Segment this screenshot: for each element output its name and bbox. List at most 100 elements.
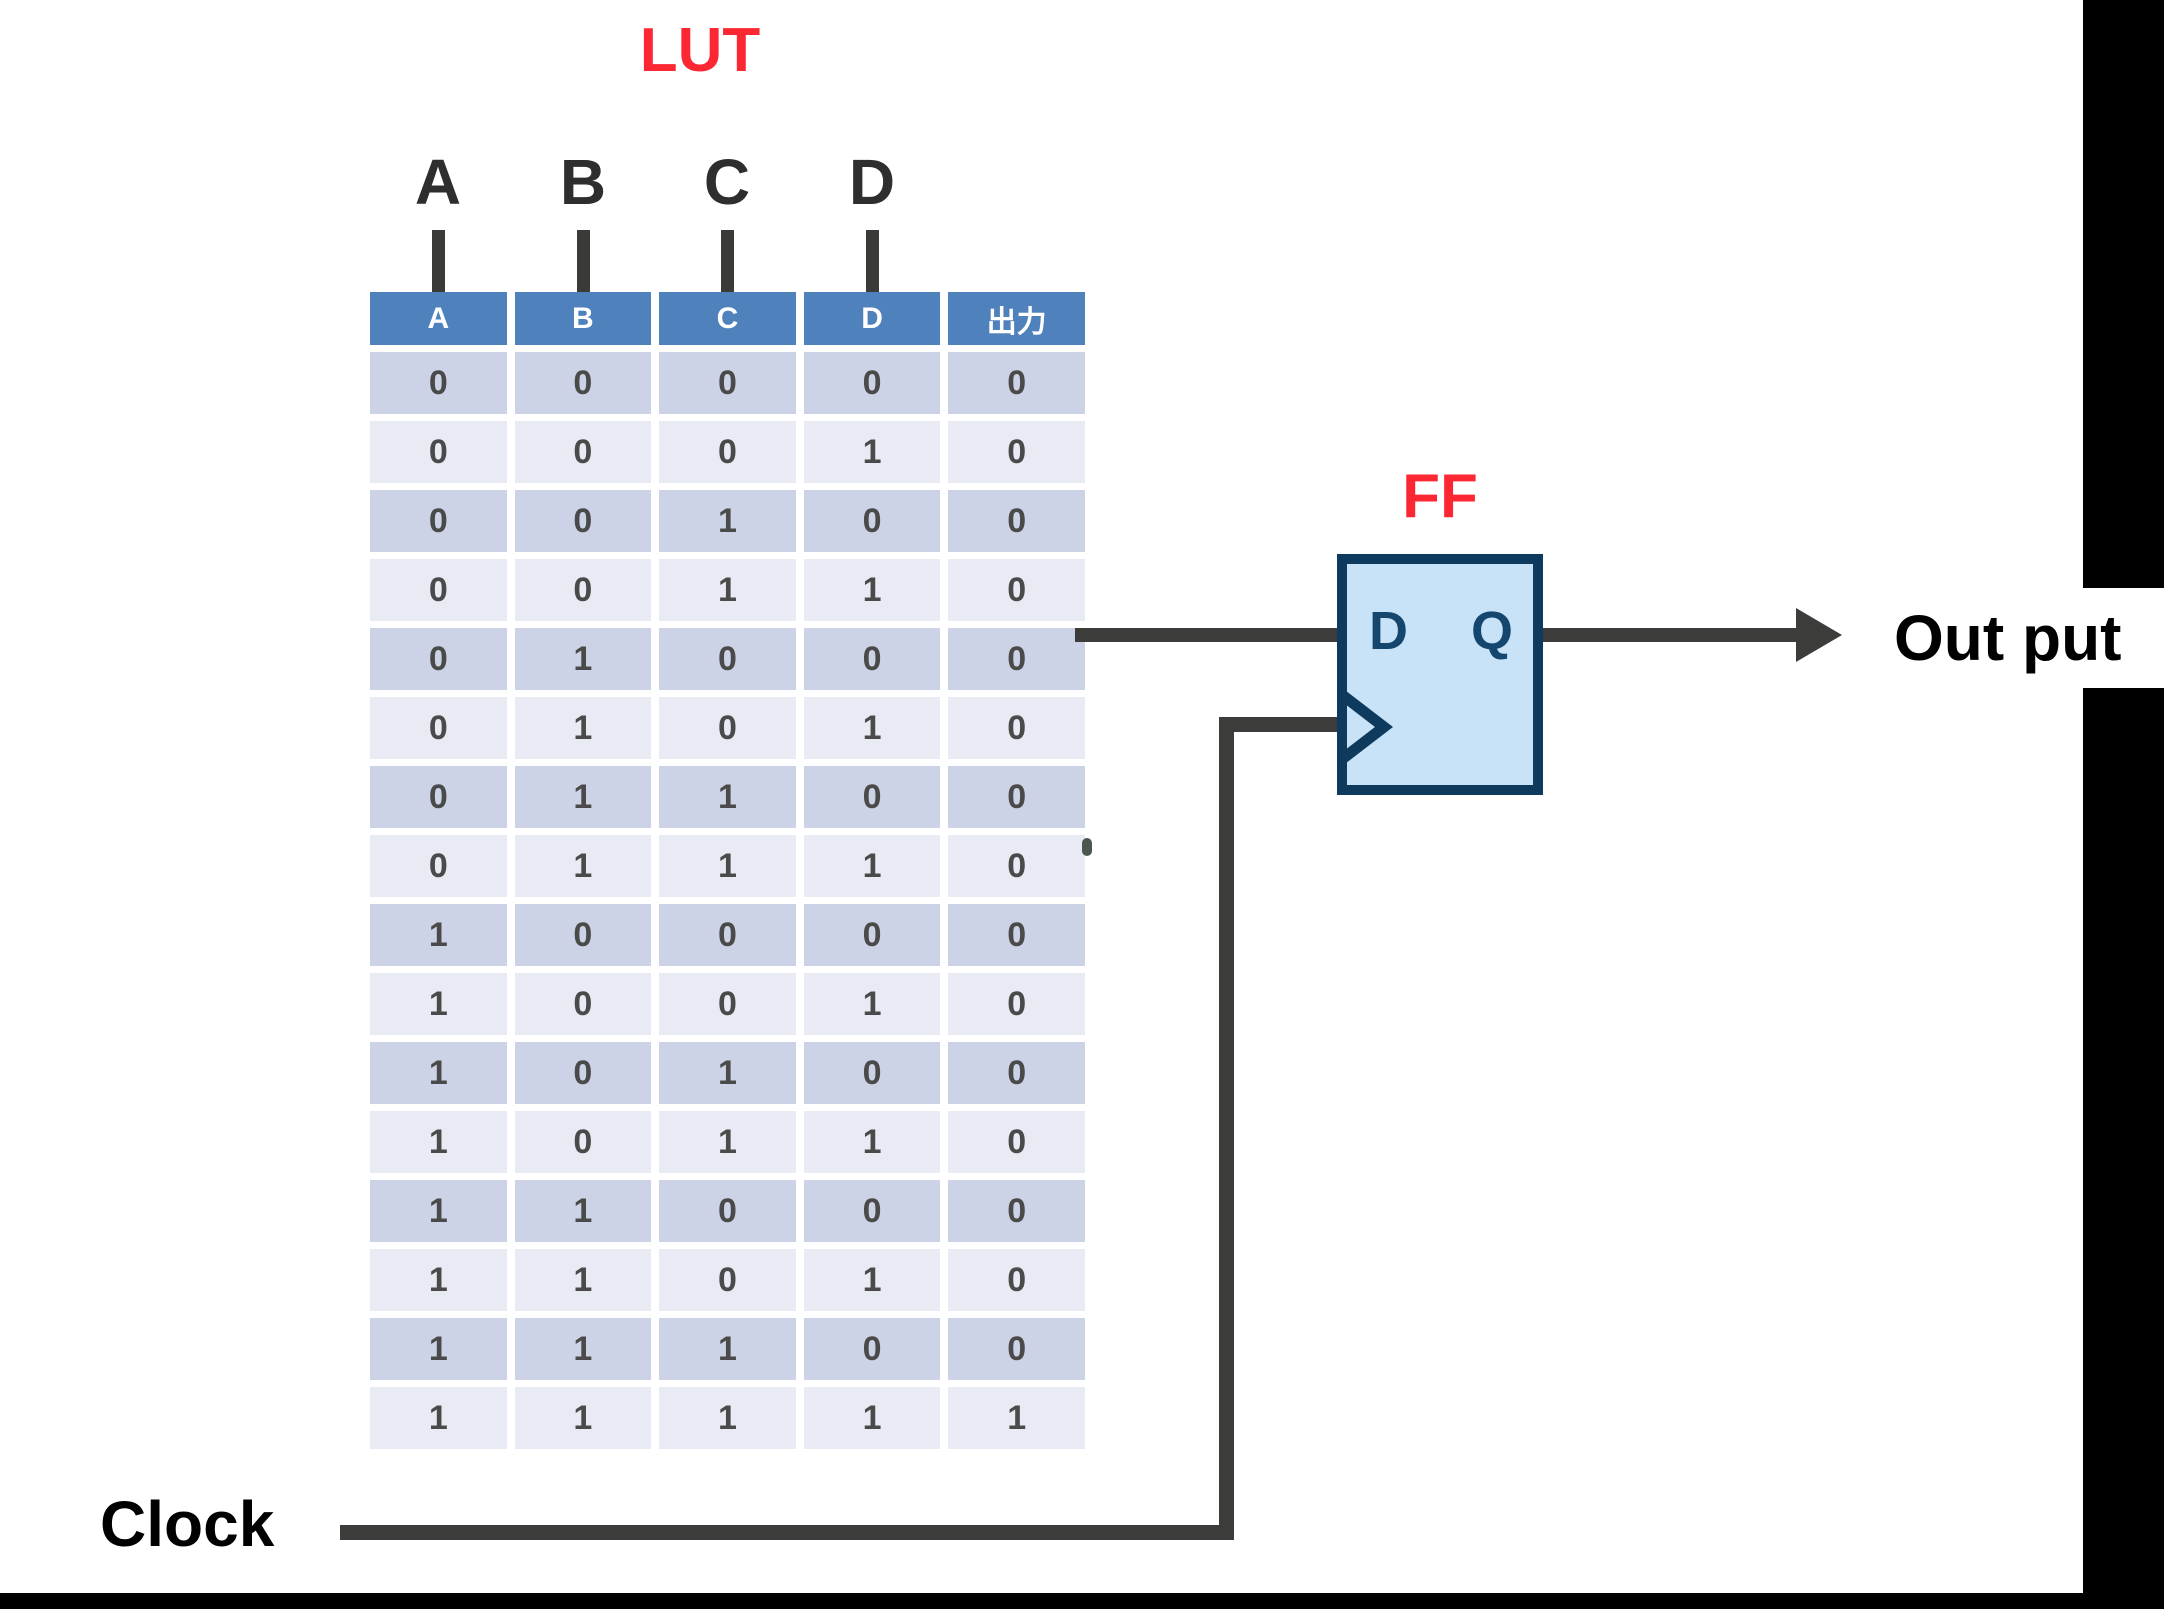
input-stub-a [432, 230, 445, 293]
truth-table-cell: 1 [514, 1180, 652, 1242]
truth-table-cell: 1 [370, 1042, 507, 1104]
truth-table-cell: 0 [659, 628, 796, 690]
truth-table-cell: 0 [948, 697, 1085, 759]
truth-table-cell: 1 [370, 904, 507, 966]
truth-table-cell: 1 [514, 697, 652, 759]
clock-edge-triangle-icon [1339, 689, 1393, 765]
truth-table-cell: 0 [514, 904, 652, 966]
truth-table-cell: 0 [370, 490, 507, 552]
clock-wire-riser [1219, 717, 1234, 1540]
truth-table-header-cell: C [659, 292, 796, 345]
truth-table-cell: 0 [948, 766, 1085, 828]
truth-table-cell: 1 [659, 559, 796, 621]
truth-table-cell: 0 [948, 835, 1085, 897]
input-label-b: B [559, 146, 607, 218]
truth-table-cell: 0 [659, 697, 796, 759]
truth-table-cell: 0 [803, 1042, 941, 1104]
ff-d-pin-label: D [1369, 601, 1408, 661]
truth-table-cell: 0 [370, 421, 507, 483]
truth-table-cell: 0 [948, 490, 1085, 552]
truth-table-cell: 0 [948, 628, 1085, 690]
truth-table-cell: 0 [803, 904, 941, 966]
truth-table-cell: 1 [514, 1318, 652, 1380]
truth-table-cell: 0 [948, 1042, 1085, 1104]
truth-table-header-cell: B [514, 292, 652, 345]
truth-table-cell: 0 [514, 421, 652, 483]
truth-table-cell: 1 [659, 1318, 796, 1380]
truth-table-cell: 0 [948, 973, 1085, 1035]
truth-table-cell: 0 [514, 1042, 652, 1104]
ff-q-pin-label: Q [1470, 601, 1513, 661]
truth-table-cell: 1 [803, 1249, 941, 1311]
truth-table-header-cell: A [370, 292, 507, 345]
truth-table-cell: 0 [370, 835, 507, 897]
truth-table-cell: 1 [370, 1249, 507, 1311]
flip-flop-box: D Q [1337, 554, 1543, 795]
truth-table-cell: 1 [659, 1111, 796, 1173]
truth-table-cell: 1 [370, 1387, 507, 1449]
truth-table-cell: 1 [659, 766, 796, 828]
truth-table-cell: 0 [370, 766, 507, 828]
truth-table-cell: 0 [948, 1111, 1085, 1173]
truth-table-cell: 0 [803, 490, 941, 552]
truth-table-cell: 0 [659, 1249, 796, 1311]
truth-table-cell: 0 [514, 490, 652, 552]
right-frame-bar [2083, 0, 2164, 1609]
truth-table-cell: 0 [659, 352, 796, 414]
truth-table-cell: 0 [659, 1180, 796, 1242]
truth-table-cell: 1 [514, 628, 652, 690]
truth-table-cell: 1 [370, 1318, 507, 1380]
truth-table-cell: 0 [948, 1180, 1085, 1242]
truth-table-cell: 0 [370, 628, 507, 690]
truth-table-cell: 0 [659, 904, 796, 966]
truth-table-cell: 1 [659, 1387, 796, 1449]
truth-table-cell: 1 [803, 835, 941, 897]
truth-table-cell: 0 [514, 352, 652, 414]
truth-table-cell: 0 [948, 352, 1085, 414]
truth-table-cell: 1 [803, 1111, 941, 1173]
output-label: Out put [1862, 588, 2164, 688]
truth-table-cell: 1 [659, 1042, 796, 1104]
truth-table-cell: 0 [514, 559, 652, 621]
truth-table-cell: 1 [514, 1249, 652, 1311]
input-stub-d [866, 230, 879, 293]
input-stub-c [721, 230, 734, 293]
truth-table-cell: 1 [803, 973, 941, 1035]
truth-table-cell: 1 [803, 421, 941, 483]
truth-table-cell: 0 [803, 766, 941, 828]
input-stub-b [577, 230, 590, 293]
truth-table-cell: 1 [803, 1387, 941, 1449]
truth-table-cell: 0 [948, 1249, 1085, 1311]
lut-title: LUT [639, 16, 761, 85]
q-output-wire [1543, 628, 1798, 642]
truth-table-cell: 1 [514, 835, 652, 897]
truth-table-cell: 0 [514, 973, 652, 1035]
input-label-a: A [414, 146, 462, 218]
truth-table-cell: 0 [659, 973, 796, 1035]
clock-label: Clock [100, 1488, 275, 1560]
clock-wire-bottom [340, 1525, 1234, 1540]
ff-title: FF [1402, 462, 1478, 531]
truth-table-cell: 0 [948, 559, 1085, 621]
truth-table-header-cell: 出力 [948, 292, 1085, 345]
truth-table-cell: 1 [514, 1387, 652, 1449]
truth-table-cell: 1 [370, 1111, 507, 1173]
truth-table-cell: 0 [948, 1318, 1085, 1380]
truth-table-cell: 1 [803, 559, 941, 621]
truth-table-cell: 1 [948, 1387, 1085, 1449]
truth-table-cell: 0 [514, 1111, 652, 1173]
truth-table-cell: 0 [659, 421, 796, 483]
truth-table-cell: 1 [803, 697, 941, 759]
truth-table-cell: 0 [803, 352, 941, 414]
truth-table-cell: 0 [803, 628, 941, 690]
truth-table-cell: 0 [803, 1180, 941, 1242]
clock-wire-to-ff [1226, 717, 1339, 732]
truth-table-cell: 0 [948, 421, 1085, 483]
output-arrowhead-icon [1796, 608, 1842, 662]
truth-table-cell: 0 [948, 904, 1085, 966]
bottom-frame-bar [0, 1593, 2164, 1609]
truth-table-cell: 1 [370, 973, 507, 1035]
truth-table-cell: 1 [659, 490, 796, 552]
